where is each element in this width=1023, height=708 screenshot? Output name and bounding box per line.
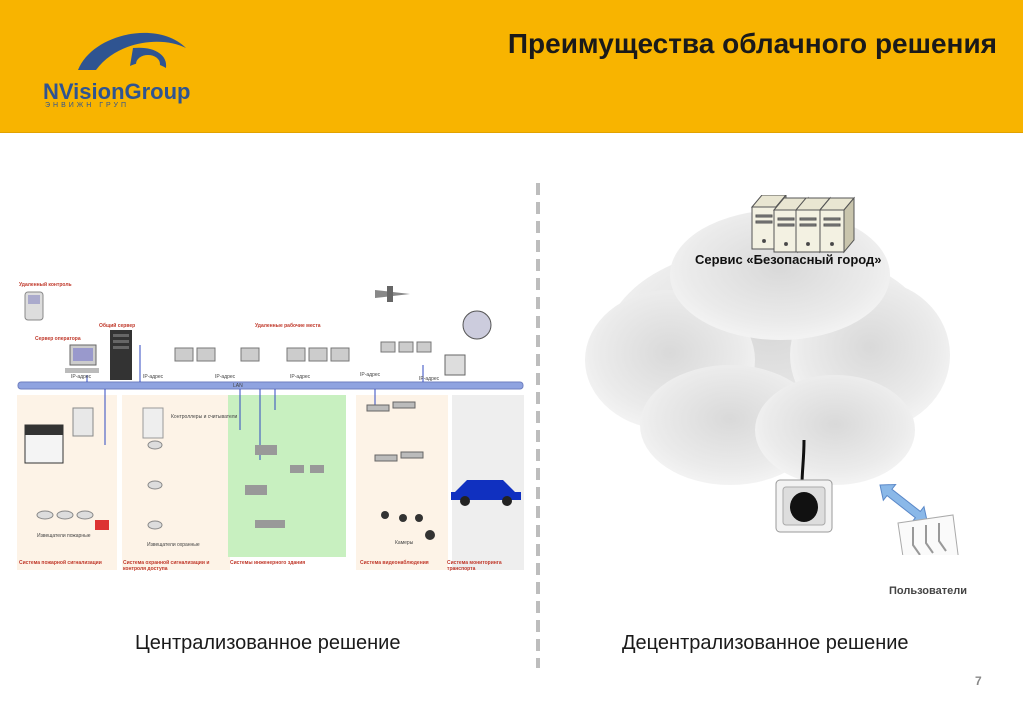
label-security-detectors: Извещатели охранные: [147, 542, 200, 548]
nvision-logo-icon: [78, 32, 186, 73]
label-sys-security: Система охранной сигнализации и контроля…: [123, 560, 210, 572]
centralized-caption: Централизованное решение: [135, 632, 401, 654]
label-lan: LAN: [233, 383, 243, 389]
logo-subtext: ЭНВИЖН ГРУП: [45, 102, 130, 109]
label-controllers: Контроллеры и считыватели: [171, 414, 238, 420]
label-operator-server: Сервер оператора: [35, 336, 81, 342]
label-ip-address: IP-адрес: [143, 374, 164, 380]
page-title: Преимущества облачного решения: [507, 28, 997, 59]
label-sys-video: Система видеонаблюдения: [360, 560, 429, 566]
label-ip-address: IP-адрес: [360, 372, 381, 378]
dashed-divider: [536, 183, 540, 668]
cloud-graphic: [585, 195, 959, 555]
header-bar: NVisionGroup ЭНВИЖН ГРУП Преимущества об…: [0, 0, 1023, 133]
logo-text: NVisionGroup: [43, 79, 191, 104]
centralized-network-diagram: Удаленный контроль Сервер оператора Общи…: [15, 280, 525, 580]
label-sys-fire: Система пожарной сигнализации: [19, 560, 102, 566]
label-ip-address: IP-адрес: [215, 374, 236, 380]
decentralized-caption: Децентрализованное решение: [622, 632, 909, 654]
page-number: 7: [975, 674, 982, 688]
label-remote-workplaces: Удаленные рабочие места: [255, 323, 321, 329]
label-cameras: Камеры: [395, 540, 414, 546]
label-fire-detectors: Извещатели пожарные: [37, 533, 91, 539]
label-sys-engineering: Системы инженерного здания: [230, 560, 306, 566]
service-label: Сервис «Безопасный город»: [695, 252, 882, 267]
label-ip-address: IP-адрес: [419, 376, 440, 382]
label-sys-transport: Система мониторинга транспорта: [447, 560, 502, 572]
network-diagram-graphic: [17, 286, 524, 570]
label-remote-control: Удаленный контроль: [19, 282, 72, 288]
label-common-server: Общий сервер: [99, 323, 136, 329]
users-label: Пользователи: [889, 585, 968, 597]
label-ip-address: IP-адрес: [71, 374, 92, 380]
label-ip-address: IP-адрес: [290, 374, 311, 380]
